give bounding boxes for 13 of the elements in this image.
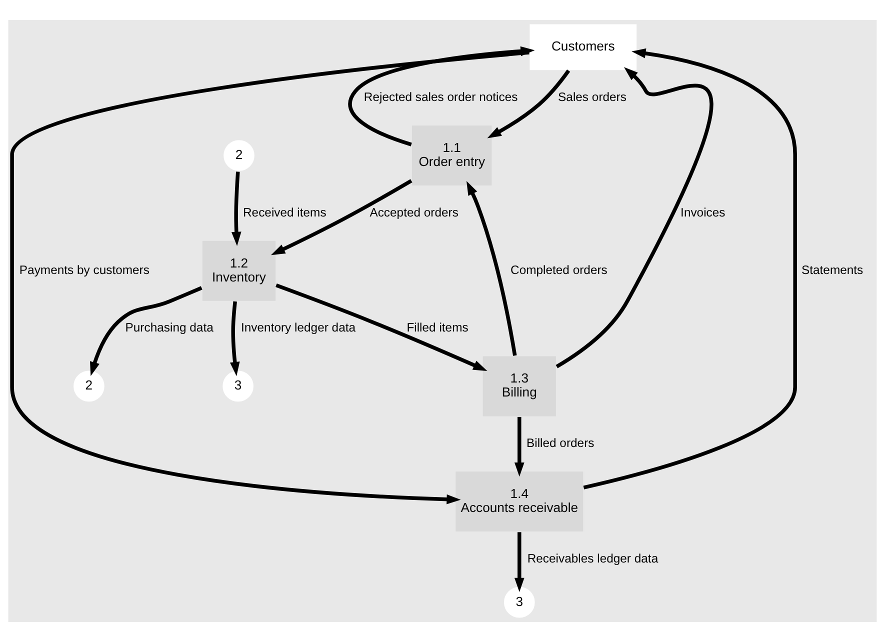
edge-label: Accepted orders [370,205,458,220]
edge-label: Received items [242,205,326,220]
edge-label: Sales orders [558,90,626,104]
edge-label: Payments by customers [19,263,150,278]
edge-label: Billed orders [526,436,594,450]
edge-label: Completed orders [510,263,608,278]
edge-label: Filled items [406,320,468,335]
edge-label: Purchasing data [125,320,214,335]
edge-label: Receivables ledger data [527,551,658,566]
edge-label: Rejected sales order notices [364,90,518,104]
edge-label: Statements [801,263,864,278]
edge-label: Inventory ledger data [240,320,356,335]
edge-label: Invoices [680,205,726,220]
